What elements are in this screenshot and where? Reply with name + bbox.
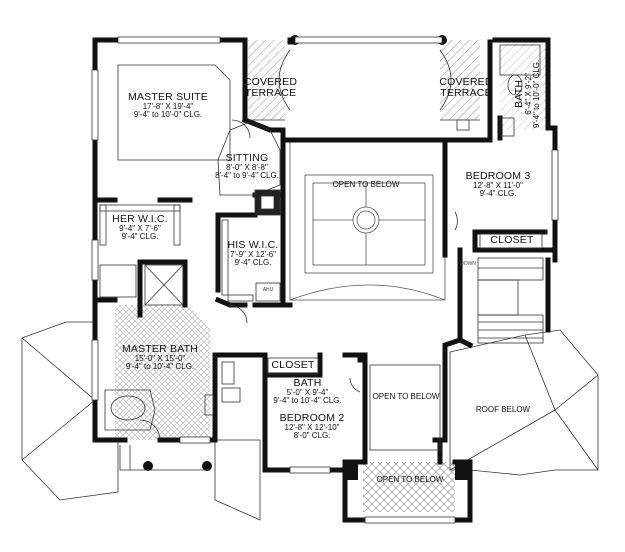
interior-lines xyxy=(99,44,544,471)
down-label: DOWN xyxy=(460,261,476,267)
bedroom-3-label: BEDROOM 3 12'-8" X 11'-0" 9'-4" CLG. xyxy=(458,170,538,199)
closet-right-label: CLOSET xyxy=(490,234,534,246)
bath-mid-dims: 5'-0" X 9'-4" xyxy=(286,388,329,398)
master-bath-dims: 15'-0" X 15'-0" xyxy=(134,354,186,364)
bedroom-2-dims: 12'-8" X 12'-10" xyxy=(284,423,340,433)
open-to-below-bottom-label: OPEN TO BELOW xyxy=(376,475,444,484)
covered-terrace-right-line1: COVERED xyxy=(439,76,493,88)
bedroom-2-label: BEDROOM 2 12'-8" X 12'-10" 8'-0" CLG. xyxy=(272,412,352,441)
sitting-label: SITTING 8'-0" X 8'-8" 8'-4" to 9'-4" CLG… xyxy=(207,152,287,181)
bath-top-label: BATH 6'-4" X 9'-2" 9'-4" to 10'-0" CLG. xyxy=(513,54,542,134)
bedroom-3-name: BEDROOM 3 xyxy=(465,170,531,182)
master-bath-clg: 9'-4" to 10'-4" CLG. xyxy=(125,362,195,372)
his-wic-name: HIS W.I.C. xyxy=(227,239,279,251)
open-to-below-center-label: OPEN TO BELOW xyxy=(332,180,400,189)
her-wic-label: HER W.I.C. 9'-4" X 7'-6" 9'-4" CLG. xyxy=(105,213,175,242)
covered-terrace-right-line2: TERRACE xyxy=(440,87,492,100)
bath-mid-label: BATH 5'-0" X 9'-4" 9'-4" to 10'-4" CLG. xyxy=(265,377,350,406)
master-suite-dims: 17'-8" X 19'-4" xyxy=(142,102,194,112)
roof-below-label: ROOF BELOW xyxy=(475,405,531,414)
open-to-below-center-area xyxy=(289,139,446,301)
bedroom-2-name: BEDROOM 2 xyxy=(279,412,345,424)
his-wic-label: HIS W.I.C. 7'-9" X 12'-6" 9'-4" CLG. xyxy=(222,239,284,268)
tile-areas xyxy=(115,40,548,512)
sitting-clg: 8'-4" to 9'-4" CLG. xyxy=(215,171,279,181)
her-wic-clg: 9'-4" CLG. xyxy=(121,232,159,242)
bedroom-2-clg: 8'-0" CLG. xyxy=(293,431,331,441)
windows xyxy=(91,36,559,524)
roof-lines xyxy=(21,321,599,521)
her-wic-name: HER W.I.C. xyxy=(112,213,168,225)
covered-terrace-left-line1: COVERED xyxy=(243,76,298,88)
bath-top-clg: 9'-4" to 10'-0" CLG. xyxy=(532,59,542,129)
bedroom-3-dims: 12'-8" X 11'-0" xyxy=(473,181,523,191)
her-wic-dims: 9'-4" X 7'-6" xyxy=(119,224,161,234)
his-wic-dims: 7'-9" X 12'-6" xyxy=(229,250,277,260)
closet-mid-label: CLOSET xyxy=(271,359,315,371)
covered-terrace-right-label: COVERED TERRACE xyxy=(436,76,496,100)
master-suite-clg: 9'-4" to 10'-0" CLG. xyxy=(133,110,203,120)
open-to-below-mid-label: OPEN TO BELOW xyxy=(372,392,440,401)
master-bath-label: MASTER BATH 15'-0" X 15'-0" 9'-4" to 10'… xyxy=(105,343,215,372)
covered-terrace-left-label: COVERED TERRACE xyxy=(243,76,298,100)
his-wic-clg: 9'-4" CLG. xyxy=(234,258,272,268)
master-suite-name: MASTER SUITE xyxy=(128,91,208,103)
master-suite-label: MASTER SUITE 17'-8" X 19'-4" 9'-4" to 10… xyxy=(118,91,218,120)
bedroom-3-clg: 9'-4" CLG. xyxy=(479,189,517,199)
sitting-dims: 8'-0" X 8'-8" xyxy=(226,163,268,173)
bath-mid-name: BATH xyxy=(293,377,322,389)
covered-terrace-left-line2: TERRACE xyxy=(244,87,297,100)
ahu-label: AHU xyxy=(262,287,274,293)
bath-mid-clg: 9'-4" to 10'-4" CLG. xyxy=(273,396,342,406)
sitting-name: SITTING xyxy=(225,152,269,164)
master-bath-name: MASTER BATH xyxy=(121,343,199,355)
